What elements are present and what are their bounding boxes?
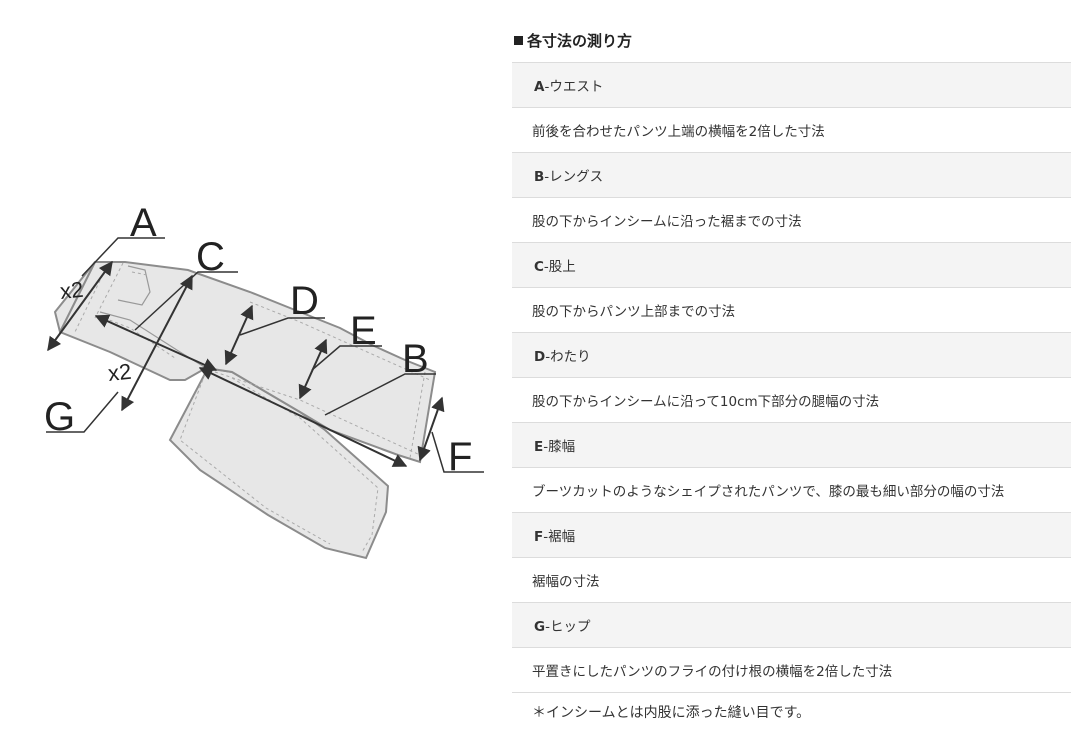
label-a-multiplier: x2 — [59, 277, 85, 304]
label-b: B — [402, 337, 429, 381]
measurement-key: E — [534, 439, 544, 455]
label-d: D — [290, 279, 319, 323]
measurement-name: -レングス — [544, 169, 604, 185]
measurement-row-header: G-ヒップ — [512, 602, 1071, 648]
measurement-row-description: 股の下からインシームに沿って10cm下部分の腿幅の寸法 — [512, 377, 1071, 423]
measurement-description: ブーツカットのようなシェイプされたパンツで、膝の最も細い部分の幅の寸法 — [512, 467, 1071, 513]
measurement-name-cell: C-股上 — [512, 242, 1071, 288]
measurement-description: 平置きにしたパンツのフライの付け根の横幅を2倍した寸法 — [512, 647, 1071, 693]
measure-arrow-f — [417, 396, 445, 462]
measurement-description: 裾幅の寸法 — [512, 557, 1071, 603]
measurement-row-header: E-膝幅 — [512, 422, 1071, 468]
measurement-name: -わたり — [545, 349, 591, 365]
label-c: C — [196, 235, 225, 279]
label-f: F — [448, 435, 472, 479]
label-g: G — [44, 395, 75, 439]
section-title: 各寸法の測り方 — [527, 32, 633, 50]
measure-arrow-b — [198, 367, 408, 467]
measurement-key: A — [534, 79, 545, 95]
square-bullet-icon — [514, 36, 523, 45]
measurement-name: -膝幅 — [543, 439, 576, 455]
measurement-row-header: F-裾幅 — [512, 512, 1071, 558]
label-a: A — [130, 201, 157, 245]
measurement-description: 股の下からインシームに沿った裾までの寸法 — [512, 197, 1071, 243]
measurement-row-description: 股の下からインシームに沿った裾までの寸法 — [512, 197, 1071, 243]
measurement-name-cell: G-ヒップ — [512, 602, 1071, 648]
measurement-key: D — [534, 349, 546, 365]
measurement-name: -ウエスト — [544, 79, 604, 95]
measurement-name: -ヒップ — [545, 619, 591, 635]
measurement-row-description: 平置きにしたパンツのフライの付け根の横幅を2倍した寸法 — [512, 647, 1071, 693]
measurement-name-cell: F-裾幅 — [512, 512, 1071, 558]
measurement-name-cell: E-膝幅 — [512, 422, 1071, 468]
measurement-row-description: 股の下からパンツ上部までの寸法 — [512, 287, 1071, 333]
measurement-description: 股の下からパンツ上部までの寸法 — [512, 287, 1071, 333]
label-e: E — [350, 309, 377, 353]
label-g-multiplier: x2 — [107, 359, 133, 386]
measurement-name: -裾幅 — [543, 529, 576, 545]
measurement-description: 股の下からインシームに沿って10cm下部分の腿幅の寸法 — [512, 377, 1071, 423]
measurement-name: -股上 — [543, 259, 576, 275]
measure-arrow-g — [94, 314, 218, 372]
measurement-key: C — [534, 259, 544, 275]
measurement-row-header: A-ウエスト — [512, 62, 1071, 108]
pants-illustration: A C D E B F G x2 x2 — [44, 201, 484, 560]
measurement-key: F — [534, 529, 544, 545]
measurement-description: 前後を合わせたパンツ上端の横幅を2倍した寸法 — [512, 107, 1071, 153]
footnote: ＊インシームとは内股に添った縫い目です。 — [532, 705, 811, 721]
measurement-key: B — [534, 169, 545, 185]
measurement-name-cell: B-レングス — [512, 152, 1071, 198]
section-heading: 各寸法の測り方 — [512, 0, 1071, 62]
measure-arrow-a — [47, 260, 113, 352]
measurement-row-description: 前後を合わせたパンツ上端の横幅を2倍した寸法 — [512, 107, 1071, 153]
measurement-row-header: D-わたり — [512, 332, 1071, 378]
measurement-row-description: ブーツカットのようなシェイプされたパンツで、膝の最も細い部分の幅の寸法 — [512, 467, 1071, 513]
measurement-name-cell: A-ウエスト — [512, 62, 1071, 108]
pants-measurement-diagram: A C D E B F G x2 x2 — [0, 0, 505, 746]
measurement-row-description: 裾幅の寸法 — [512, 557, 1071, 603]
measure-arrow-d — [224, 304, 254, 366]
measurement-row-header: B-レングス — [512, 152, 1071, 198]
measurement-key: G — [534, 619, 546, 635]
measurement-row-header: C-股上 — [512, 242, 1071, 288]
measurement-name-cell: D-わたり — [512, 332, 1071, 378]
